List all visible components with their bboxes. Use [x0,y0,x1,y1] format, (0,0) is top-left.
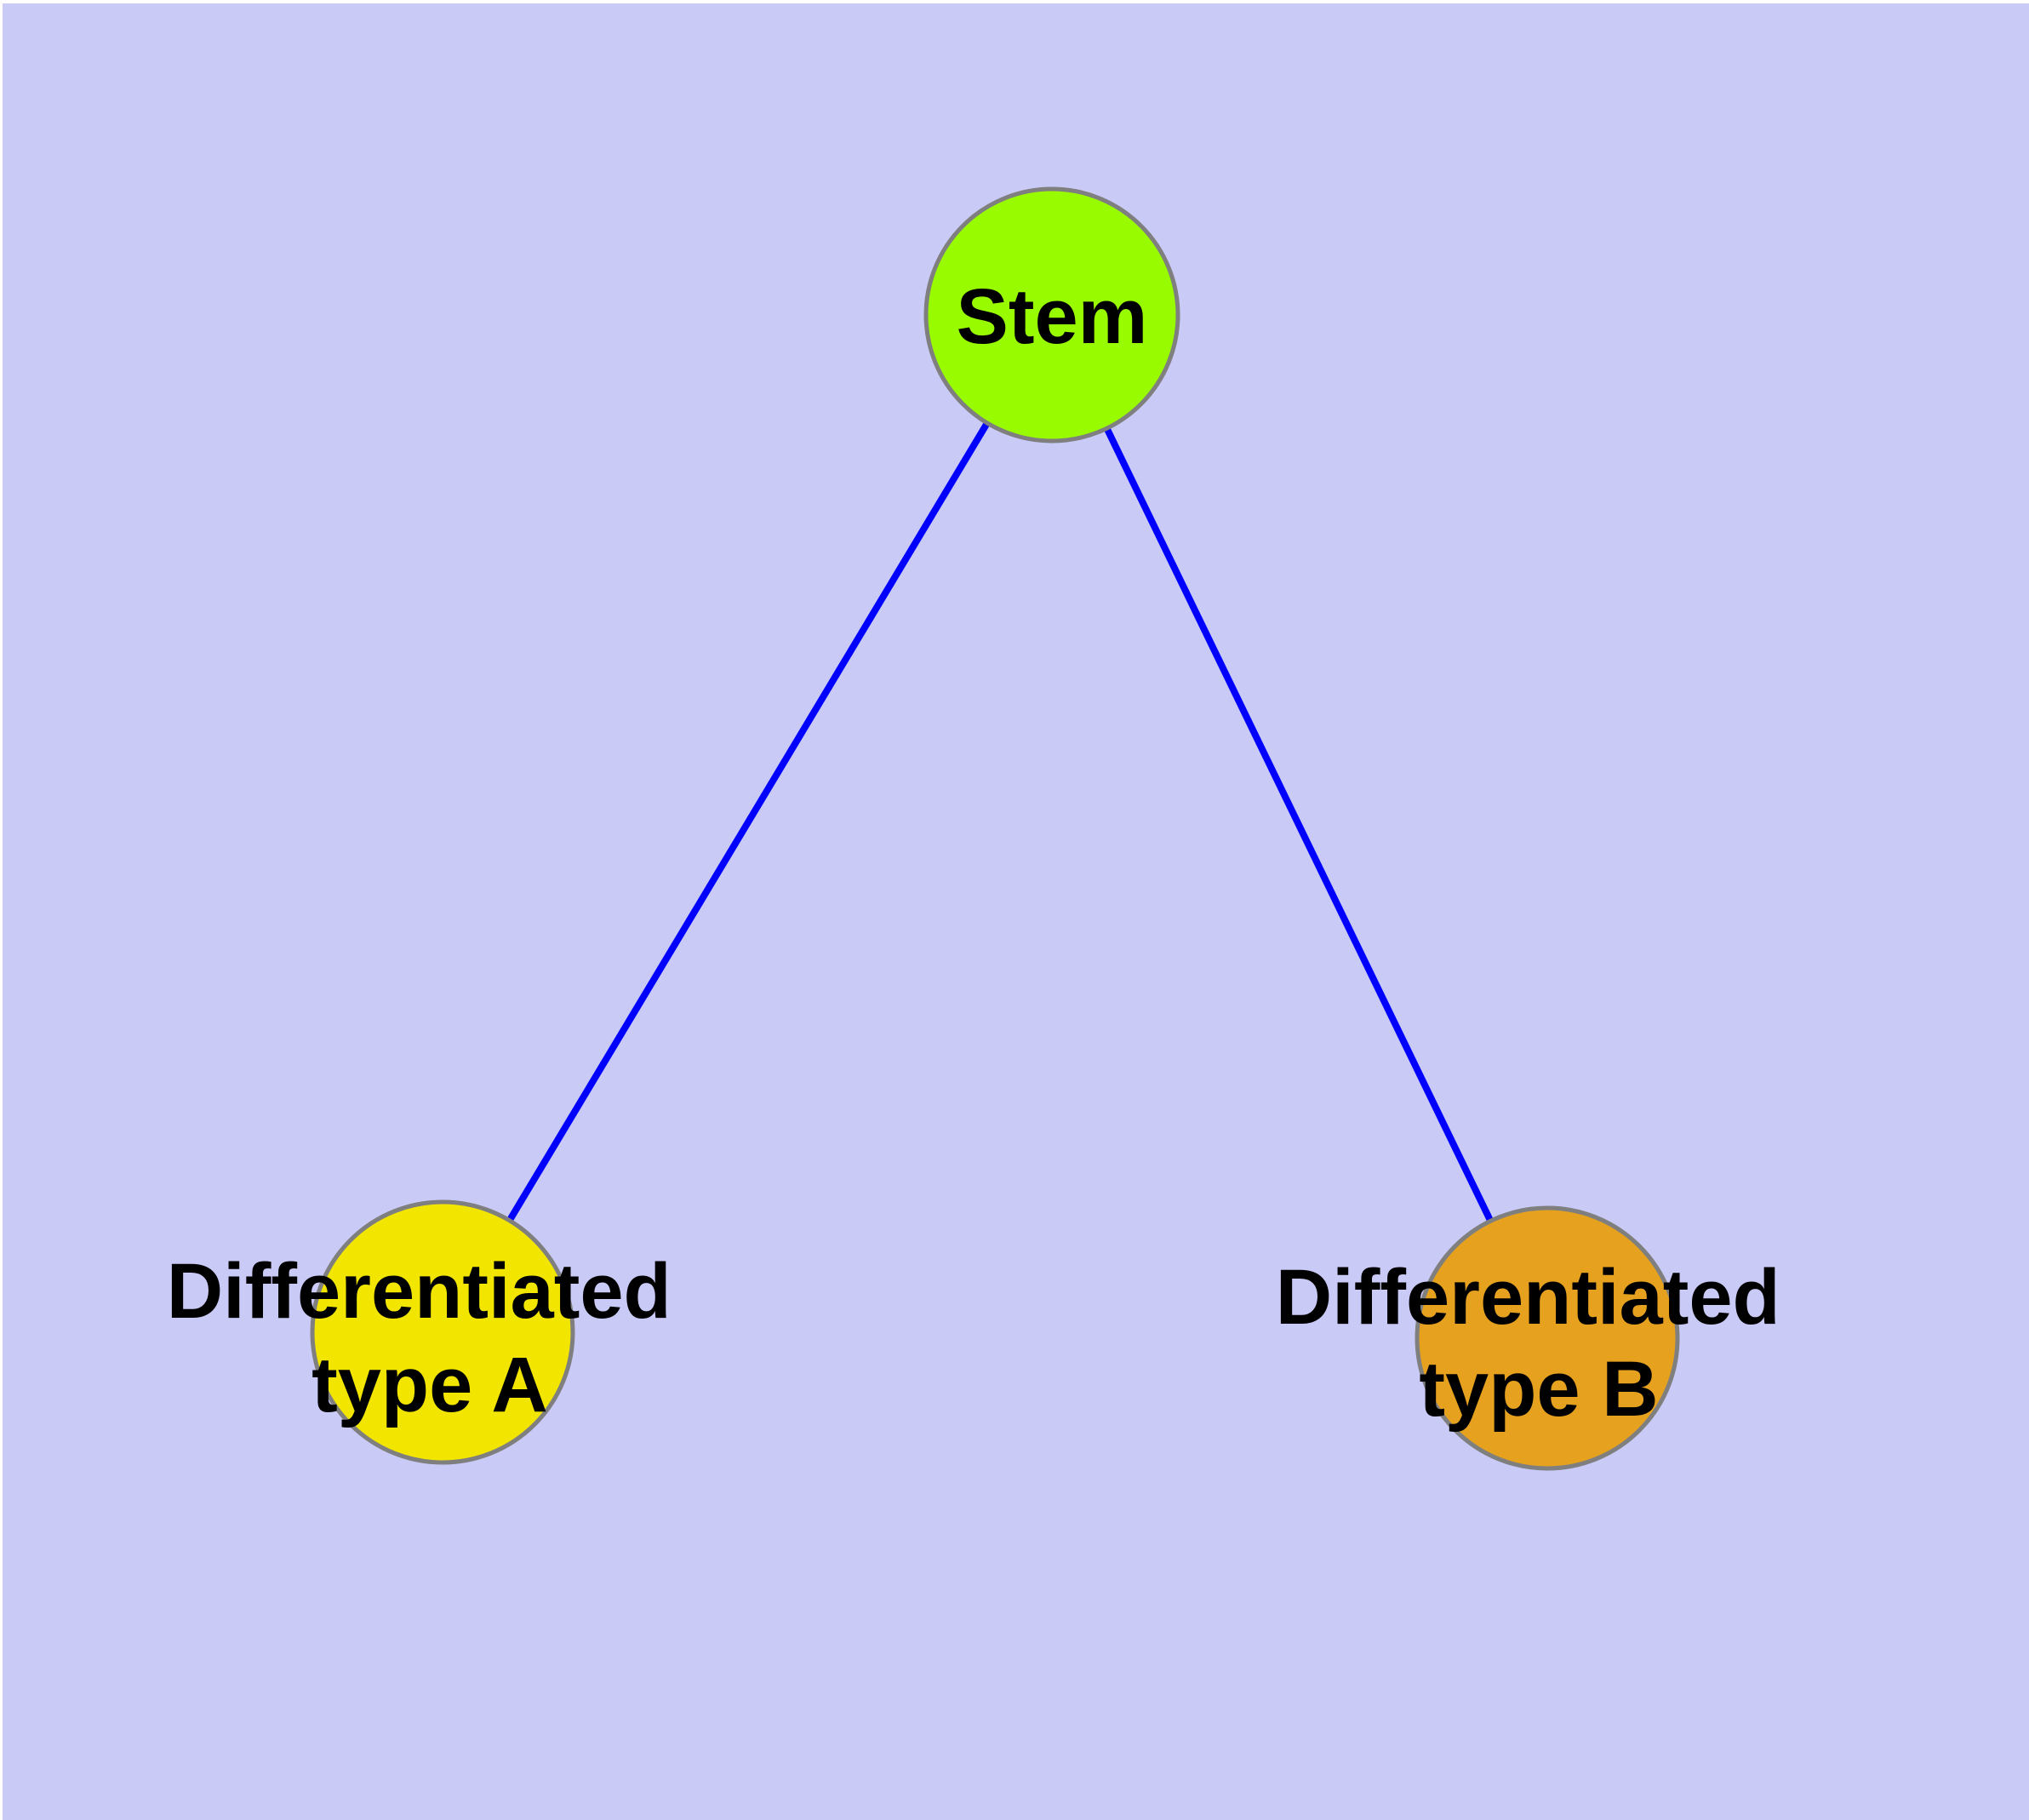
node-type-b-label-line1: Differentiated [1276,1254,1780,1341]
node-type-a-circle [310,1199,575,1465]
node-type-a-label: Differentiated type A [167,1248,694,1428]
node-stem-label: Stem [957,273,1148,360]
diagram-background: Stem Differentiated type A Differentiate… [3,3,2029,1820]
graph-canvas: Stem Differentiated type A Differentiate… [3,3,2029,1820]
node-type-a-label-line1: Differentiated [167,1248,672,1335]
node-type-a-label-line2: type A [311,1342,548,1428]
node-stem-circle [923,186,1180,444]
node-type-b-label: Differentiated type B [1276,1254,1803,1433]
node-type-b-circle [1415,1205,1680,1471]
node-type-b-label-line2: type B [1419,1346,1658,1433]
edge-stem-to-type-a [439,312,1055,1335]
edge-stem-to-type-b [1049,313,1551,1340]
